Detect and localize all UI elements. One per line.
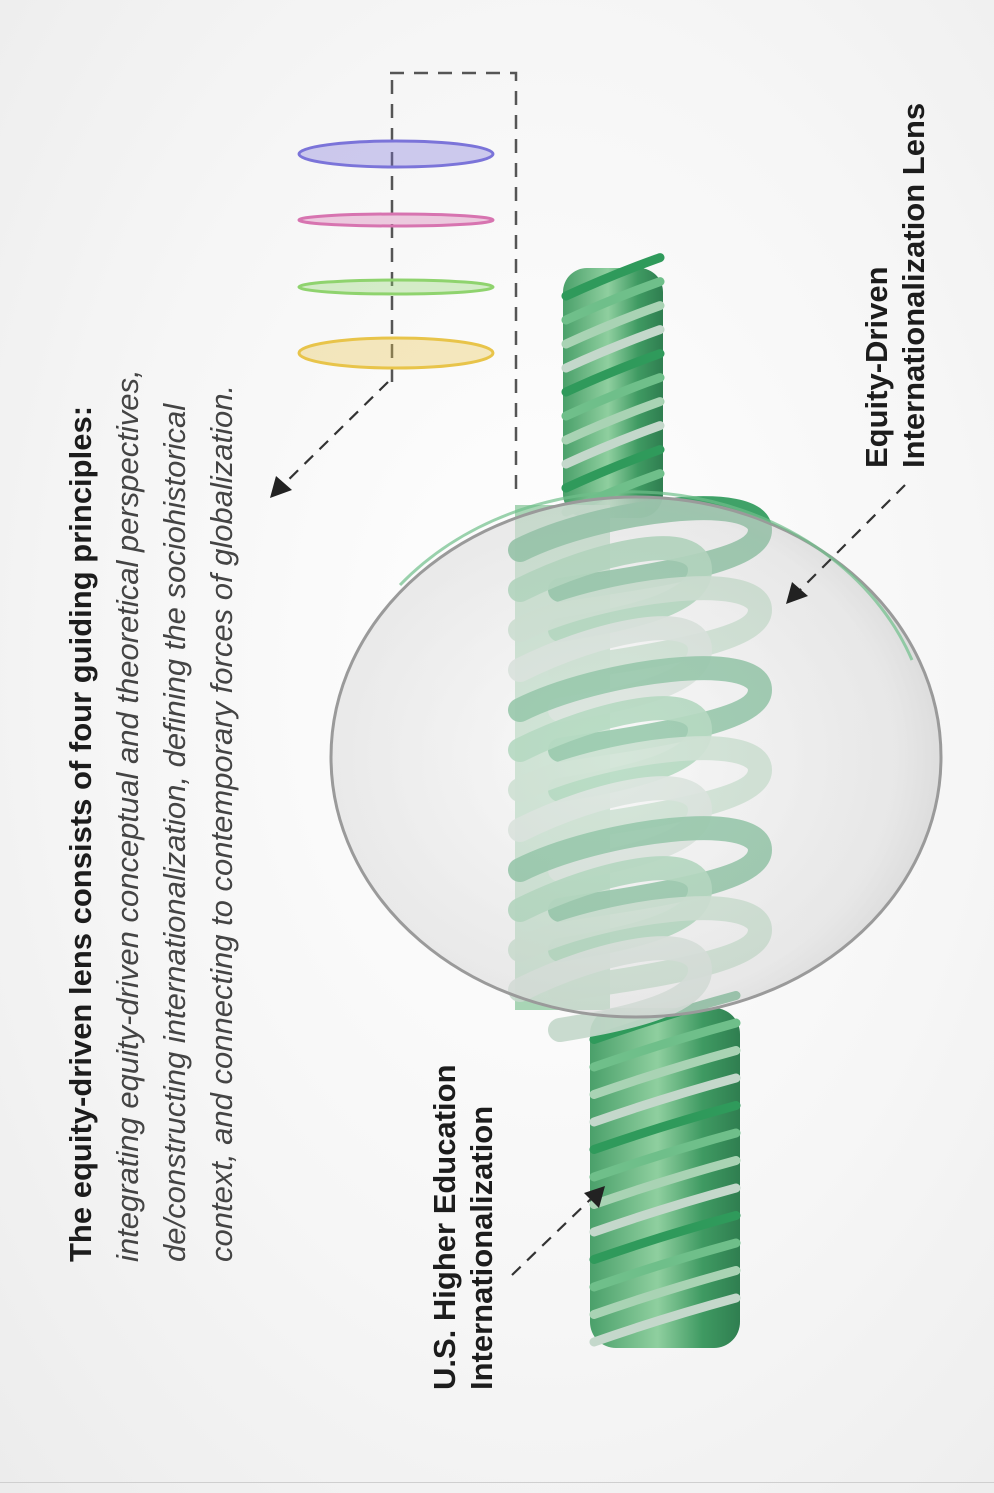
principles-text: integrating equity-driven conceptual and…	[104, 332, 245, 1262]
lens-layer-4	[299, 338, 493, 368]
label-higher-ed: U.S. Higher Education Internationalizati…	[426, 1064, 500, 1390]
label-lens: Equity-Driven Internationalization Lens	[858, 103, 932, 468]
arrow-to-rope	[512, 1194, 596, 1275]
arrow-to-principles	[278, 382, 388, 490]
principles-block: The equity-driven lens consists of four …	[60, 302, 245, 1262]
bottom-rule	[0, 1482, 994, 1483]
label-higher-ed-line-2: Internationalization	[463, 1064, 500, 1390]
label-lens-line-2: Internationalization Lens	[895, 103, 932, 468]
label-lens-line-1: Equity-Driven	[858, 103, 895, 468]
lens-layer-2	[299, 214, 493, 226]
principles-heading: The equity-driven lens consists of four …	[60, 302, 102, 1262]
lens-layer-3	[299, 280, 493, 294]
lens-layer-1	[299, 141, 493, 167]
arrow-head-principles	[270, 476, 292, 498]
label-higher-ed-line-1: U.S. Higher Education	[426, 1064, 463, 1390]
